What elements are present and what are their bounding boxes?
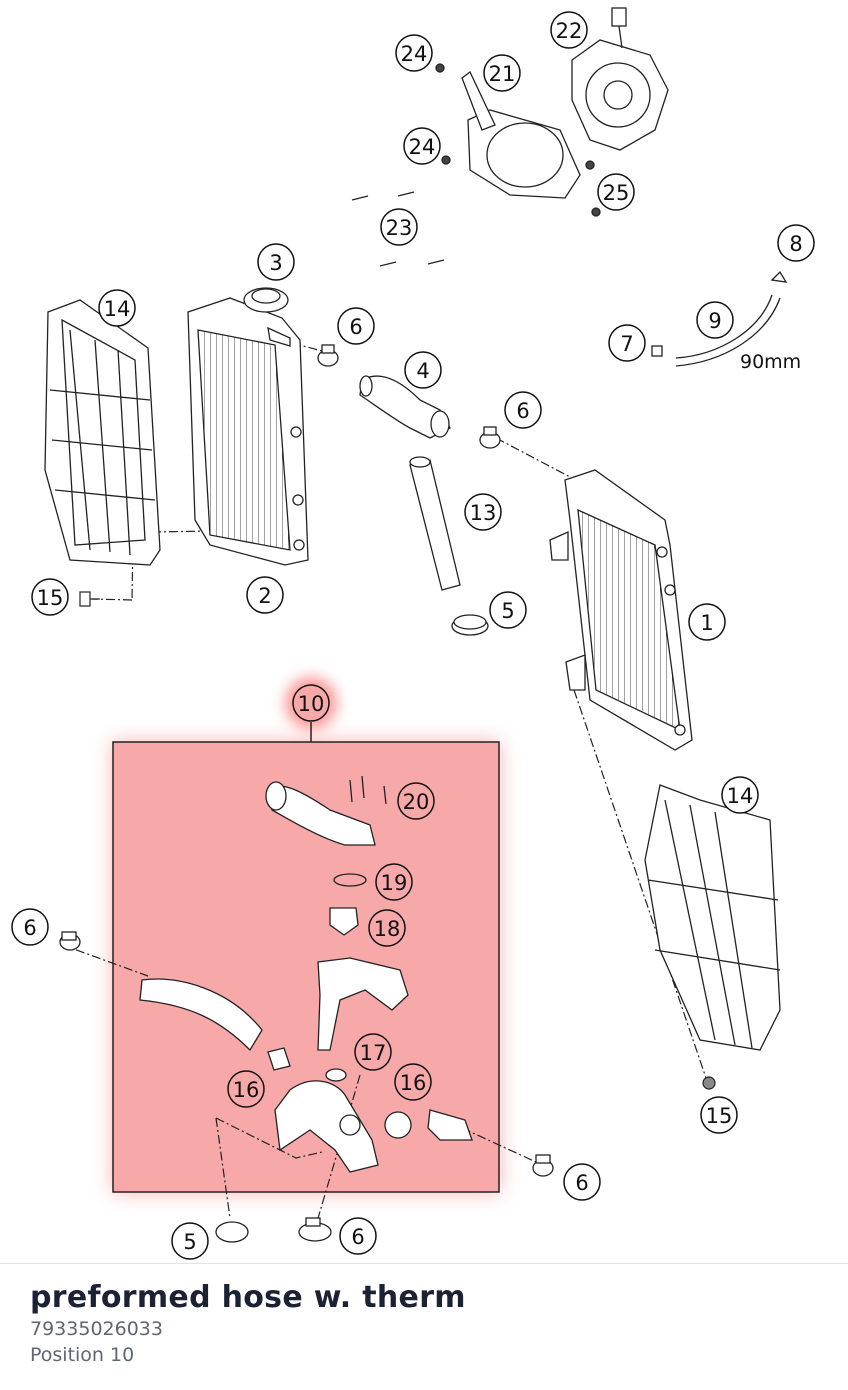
callout-5a[interactable]: 5 xyxy=(489,591,527,629)
svg-text:9: 9 xyxy=(708,309,721,333)
hose-clamp-part xyxy=(451,614,489,636)
callout-24b[interactable]: 24 xyxy=(403,127,441,165)
svg-text:16: 16 xyxy=(400,1071,427,1095)
svg-text:6: 6 xyxy=(516,399,529,423)
callout-4[interactable]: 4 xyxy=(404,351,442,389)
svg-text:15: 15 xyxy=(37,586,64,610)
callout-2[interactable]: 2 xyxy=(246,576,284,614)
callout-23[interactable]: 23 xyxy=(380,208,418,246)
callout-3[interactable]: 3 xyxy=(257,243,295,281)
callout-22[interactable]: 22 xyxy=(550,11,588,49)
part-info-panel: preformed hose w. therm 79335026033 Posi… xyxy=(0,1263,848,1390)
callout-14b[interactable]: 14 xyxy=(721,776,759,814)
part-number: 79335026033 xyxy=(30,1318,163,1340)
part-position: Position 10 xyxy=(30,1344,135,1366)
callout-9[interactable]: 9 xyxy=(696,301,734,339)
exploded-parts-diagram: 24 22 21 24 25 23 8 3 14 6 9 7 4 6 13 1 … xyxy=(11,7,815,1260)
radiator-shroud-right-part xyxy=(644,784,781,1051)
callout-21[interactable]: 21 xyxy=(483,54,521,92)
callout-6c[interactable]: 6 xyxy=(11,908,49,946)
callout-6b[interactable]: 6 xyxy=(504,391,542,429)
svg-text:6: 6 xyxy=(575,1171,588,1195)
hose-clamp-part xyxy=(59,344,554,1242)
preformed-hose-assembly-part xyxy=(139,775,473,1243)
upper-hose-part xyxy=(359,375,451,439)
callout-16b[interactable]: 16 xyxy=(394,1063,432,1101)
svg-text:19: 19 xyxy=(381,871,408,895)
svg-text:1: 1 xyxy=(700,611,713,635)
radiator-left-part xyxy=(187,287,309,566)
svg-text:14: 14 xyxy=(104,297,131,321)
svg-text:22: 22 xyxy=(556,19,583,43)
svg-text:14: 14 xyxy=(727,784,754,808)
part-name: preformed hose w. therm xyxy=(30,1280,466,1315)
svg-text:20: 20 xyxy=(403,790,430,814)
callout-16a[interactable]: 16 xyxy=(227,1070,265,1108)
callout-6a[interactable]: 6 xyxy=(337,307,375,345)
callout-6e[interactable]: 6 xyxy=(339,1217,377,1255)
svg-text:13: 13 xyxy=(470,501,497,525)
callout-25[interactable]: 25 xyxy=(597,173,635,211)
straight-pipe-part xyxy=(409,456,461,591)
callout-17[interactable]: 17 xyxy=(354,1033,392,1071)
svg-text:2: 2 xyxy=(258,584,271,608)
callout-18[interactable]: 18 xyxy=(368,909,406,947)
callout-6d[interactable]: 6 xyxy=(563,1163,601,1201)
svg-text:15: 15 xyxy=(706,1104,733,1128)
callout-15a[interactable]: 15 xyxy=(31,578,69,616)
vent-hose-part xyxy=(651,270,788,367)
svg-text:3: 3 xyxy=(269,251,282,275)
callout-20[interactable]: 20 xyxy=(397,782,435,820)
hose-length-label: 90mm xyxy=(740,351,801,373)
svg-text:5: 5 xyxy=(501,599,514,623)
svg-text:16: 16 xyxy=(233,1078,260,1102)
callout-13[interactable]: 13 xyxy=(464,493,502,531)
svg-text:6: 6 xyxy=(23,916,36,940)
svg-text:25: 25 xyxy=(603,181,630,205)
svg-text:8: 8 xyxy=(789,232,802,256)
svg-text:10: 10 xyxy=(298,692,325,716)
radiator-right-part xyxy=(549,469,693,751)
svg-text:4: 4 xyxy=(416,359,429,383)
callout-5b[interactable]: 5 xyxy=(171,1222,209,1260)
svg-text:17: 17 xyxy=(360,1041,387,1065)
callout-10[interactable]: 10 xyxy=(292,684,330,722)
fan-assembly-part xyxy=(351,7,669,267)
callout-24a[interactable]: 24 xyxy=(395,34,433,72)
svg-text:6: 6 xyxy=(351,1225,364,1249)
bolt-part xyxy=(79,591,716,1090)
callout-7[interactable]: 7 xyxy=(608,324,646,362)
radiator-shroud-left-part xyxy=(44,299,161,566)
leader-lines xyxy=(59,342,707,1226)
svg-text:23: 23 xyxy=(386,216,413,240)
callout-15b[interactable]: 15 xyxy=(700,1096,738,1134)
callout-14a[interactable]: 14 xyxy=(98,289,136,327)
callout-8[interactable]: 8 xyxy=(777,224,815,262)
callout-1[interactable]: 1 xyxy=(688,603,726,641)
svg-text:18: 18 xyxy=(374,917,401,941)
svg-text:7: 7 xyxy=(620,332,633,356)
callout-labels: 24 22 21 24 25 23 8 3 14 6 9 7 4 6 13 1 … xyxy=(11,11,815,1260)
callout-19[interactable]: 19 xyxy=(375,863,413,901)
svg-text:24: 24 xyxy=(401,42,428,66)
svg-text:24: 24 xyxy=(409,135,436,159)
svg-text:5: 5 xyxy=(183,1230,196,1254)
svg-text:6: 6 xyxy=(349,315,362,339)
svg-text:21: 21 xyxy=(489,62,516,86)
